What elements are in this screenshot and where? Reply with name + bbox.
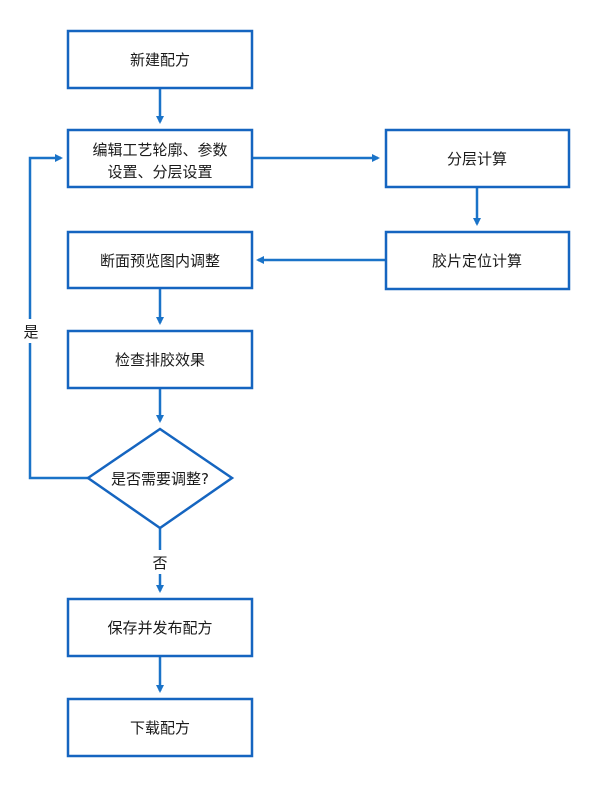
node-new-recipe: 新建配方 bbox=[66, 29, 254, 90]
edge-decision-yes-loop bbox=[28, 154, 90, 480]
node-download-label: 下载配方 bbox=[130, 719, 190, 737]
node-decision-label: 是否需要调整? bbox=[111, 470, 209, 488]
no-label: 否 bbox=[152, 554, 167, 572]
node-edit-params-line2: 设置、分层设置 bbox=[107, 163, 212, 181]
node-layer-calc-label: 分层计算 bbox=[447, 150, 507, 168]
node-new-recipe-label: 新建配方 bbox=[130, 51, 190, 69]
node-layer-calc: 分层计算 bbox=[384, 128, 571, 189]
node-check-effect: 检查排胶效果 bbox=[66, 329, 254, 390]
node-save-publish-label: 保存并发布配方 bbox=[107, 619, 212, 637]
yes-label: 是 bbox=[23, 323, 38, 341]
node-film-calc: 胶片定位计算 bbox=[384, 230, 571, 291]
node-decision: 是否需要调整? bbox=[85, 427, 235, 530]
node-edit-params: 编辑工艺轮廓、参数 设置、分层设置 bbox=[66, 128, 254, 189]
node-edit-params-line1: 编辑工艺轮廓、参数 bbox=[92, 141, 227, 159]
node-check-effect-label: 检查排胶效果 bbox=[115, 351, 205, 369]
node-download: 下载配方 bbox=[66, 697, 254, 758]
node-preview-adjust: 断面预览图内调整 bbox=[66, 230, 254, 290]
node-save-publish: 保存并发布配方 bbox=[66, 597, 254, 658]
node-preview-adjust-label: 断面预览图内调整 bbox=[100, 252, 220, 270]
node-film-calc-label: 胶片定位计算 bbox=[432, 252, 522, 270]
